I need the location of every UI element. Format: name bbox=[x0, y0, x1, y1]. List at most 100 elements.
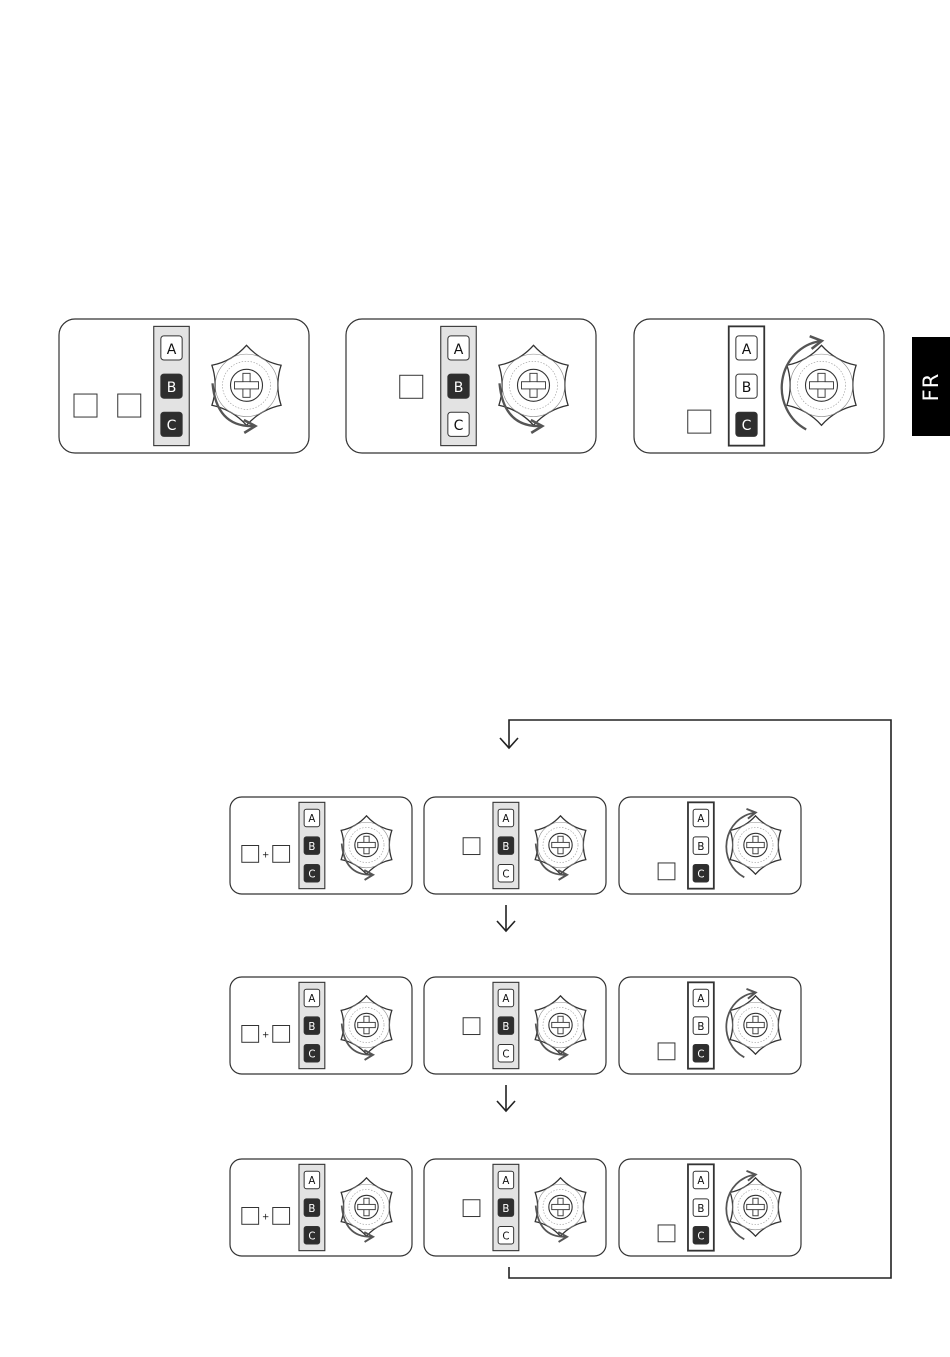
indicator-label: C bbox=[697, 869, 704, 880]
indicator-c: C bbox=[693, 864, 709, 881]
indicator-a: A bbox=[736, 336, 757, 360]
indicator-label: A bbox=[502, 814, 509, 825]
indicator-a: A bbox=[304, 1171, 320, 1188]
indicator-b: B bbox=[693, 1017, 709, 1034]
indicator-b: B bbox=[304, 837, 320, 854]
seq-1-step-3: A B C bbox=[619, 797, 801, 894]
indicator-a: A bbox=[304, 989, 320, 1006]
indicator-label: A bbox=[742, 342, 752, 358]
panel-mode-b-c: A B C bbox=[59, 319, 309, 453]
down-arrow-icon bbox=[497, 905, 515, 931]
indicator-label: B bbox=[308, 1022, 315, 1033]
indicator-b: B bbox=[161, 374, 182, 398]
indicator-label: A bbox=[454, 342, 464, 358]
button-square bbox=[118, 394, 141, 417]
seq-3-step-1: A B C + bbox=[230, 1159, 412, 1256]
indicator-label: B bbox=[697, 842, 704, 853]
indicator-label: A bbox=[697, 994, 704, 1005]
indicator-b: B bbox=[304, 1017, 320, 1034]
indicator-label: A bbox=[308, 814, 315, 825]
button-square bbox=[273, 1026, 290, 1043]
button-square bbox=[688, 410, 711, 433]
indicator-a: A bbox=[693, 1171, 709, 1188]
indicator-label: A bbox=[167, 342, 177, 358]
indicator-label: A bbox=[502, 994, 509, 1005]
indicator-label: C bbox=[742, 418, 752, 434]
seq-3-step-2: A BC bbox=[424, 1159, 606, 1256]
indicator-a: A bbox=[693, 989, 709, 1006]
indicator-c: C bbox=[161, 412, 182, 436]
indicator-label: C bbox=[167, 418, 177, 434]
indicator-c: C bbox=[304, 1226, 320, 1243]
indicator-c: C bbox=[498, 1044, 514, 1061]
seq-2-step-2: A B C bbox=[424, 977, 606, 1074]
plus-sign: + bbox=[262, 1213, 269, 1223]
indicator-a: A bbox=[304, 809, 320, 826]
language-tab-label: FR bbox=[919, 372, 943, 401]
button-square bbox=[463, 1018, 480, 1035]
indicator-label: B bbox=[697, 1204, 704, 1215]
down-arrow-icon bbox=[497, 1085, 515, 1111]
indicator-label: B bbox=[502, 1204, 509, 1215]
indicator-label: B bbox=[502, 842, 509, 853]
indicator-c: C bbox=[304, 1044, 320, 1061]
indicator-label: B bbox=[454, 380, 464, 396]
button-square bbox=[273, 846, 290, 863]
indicator-label: C bbox=[308, 869, 315, 880]
button-square bbox=[658, 1043, 675, 1060]
indicator-a: A bbox=[448, 336, 469, 360]
indicator-label: B bbox=[697, 1022, 704, 1033]
indicator-label: B bbox=[502, 1022, 509, 1033]
indicator-a: A bbox=[498, 989, 514, 1006]
indicator-b: B bbox=[736, 374, 757, 398]
indicator-label: C bbox=[308, 1231, 315, 1242]
indicator-b: B bbox=[498, 1199, 514, 1216]
indicator-c: C bbox=[304, 864, 320, 881]
seq-2-step-3: A B C bbox=[619, 977, 801, 1074]
indicator-c: C bbox=[736, 412, 757, 436]
indicator-c: C bbox=[693, 1226, 709, 1243]
seq-2-step-1: A B C + bbox=[230, 977, 412, 1074]
indicator-c: C bbox=[498, 864, 514, 881]
indicator-b: B bbox=[693, 837, 709, 854]
indicator-label: A bbox=[502, 1176, 509, 1187]
panel-mode-c: A B C bbox=[634, 319, 884, 453]
indicator-label: B bbox=[742, 380, 752, 396]
seq-1-step-1: A B C + bbox=[230, 797, 412, 894]
indicator-label: B bbox=[167, 380, 177, 396]
indicator-label: A bbox=[308, 1176, 315, 1187]
indicator-label: A bbox=[308, 994, 315, 1005]
button-square bbox=[273, 1208, 290, 1225]
indicator-b: B bbox=[448, 374, 469, 398]
indicator-c: C bbox=[693, 1044, 709, 1061]
indicator-b: B bbox=[498, 837, 514, 854]
panel-mode-b: A B C bbox=[346, 319, 596, 453]
indicator-label: B bbox=[308, 842, 315, 853]
indicator-a: A bbox=[161, 336, 182, 360]
button-square bbox=[242, 1026, 259, 1043]
button-square bbox=[658, 863, 675, 880]
button-square bbox=[242, 1208, 259, 1225]
indicator-b: B bbox=[498, 1017, 514, 1034]
indicator-a: A bbox=[498, 809, 514, 826]
plus-sign: + bbox=[262, 1031, 269, 1041]
indicator-label: C bbox=[308, 1049, 315, 1060]
indicator-a: A bbox=[693, 809, 709, 826]
indicator-b: B bbox=[304, 1199, 320, 1216]
indicator-label: C bbox=[502, 1049, 509, 1060]
button-square bbox=[242, 846, 259, 863]
indicator-label: C bbox=[697, 1231, 704, 1242]
indicator-label: C bbox=[454, 418, 464, 434]
button-square bbox=[658, 1225, 675, 1242]
plus-sign: + bbox=[262, 851, 269, 861]
indicator-c: C bbox=[498, 1226, 514, 1243]
indicator-label: C bbox=[502, 869, 509, 880]
button-square bbox=[74, 394, 97, 417]
indicator-label: A bbox=[697, 1176, 704, 1187]
indicator-c: C bbox=[448, 412, 469, 436]
indicator-label: A bbox=[697, 814, 704, 825]
indicator-label: C bbox=[697, 1049, 704, 1060]
indicator-label: B bbox=[308, 1204, 315, 1215]
button-square bbox=[463, 1200, 480, 1217]
